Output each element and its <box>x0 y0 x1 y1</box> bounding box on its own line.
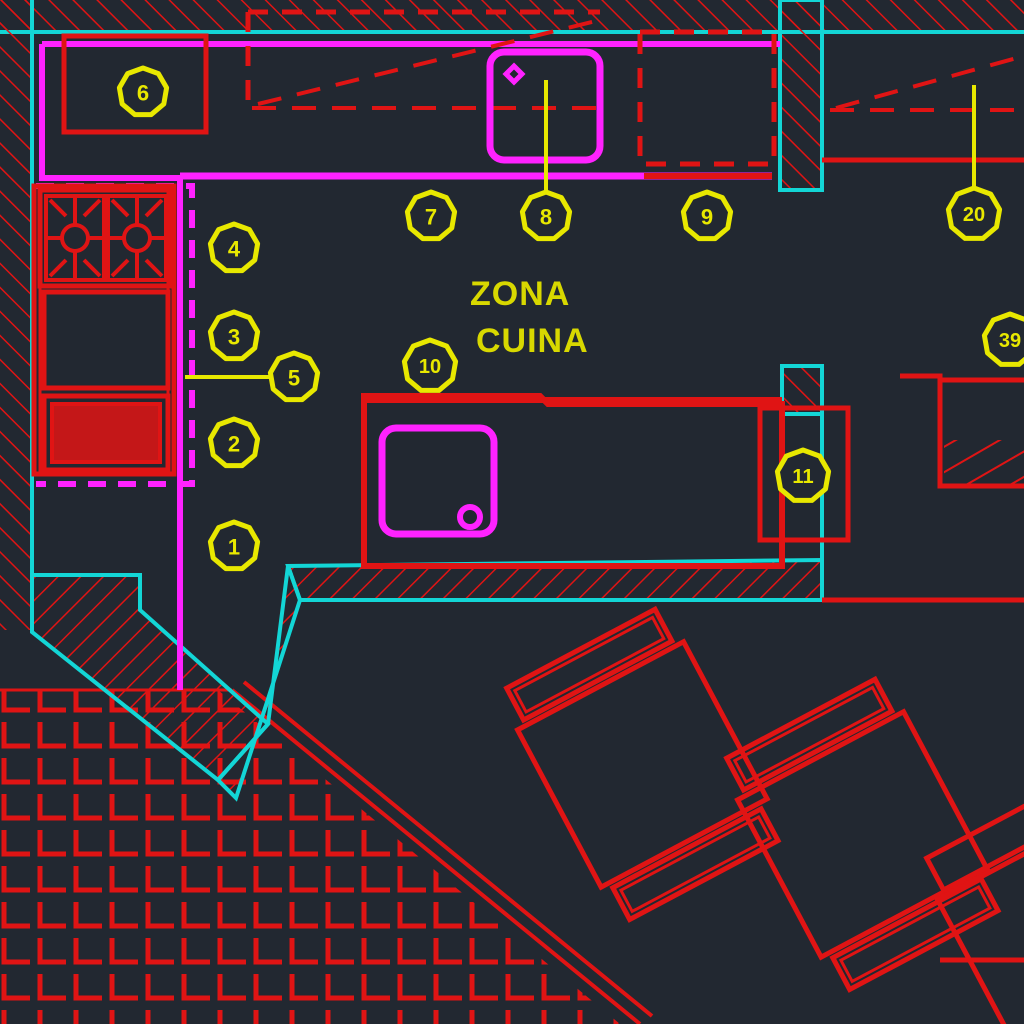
bubble-4-outline[interactable] <box>207 221 261 274</box>
bubble-5-label: 5 <box>288 366 300 391</box>
bubble-8[interactable]: 8 <box>519 80 573 242</box>
bubble-11-label: 11 <box>792 466 813 488</box>
bubble-3[interactable]: 3 <box>207 309 261 362</box>
bubble-1-outline[interactable] <box>207 519 261 572</box>
diagonal-wall-right-leg <box>215 565 303 802</box>
bubble-11[interactable]: 11 <box>774 447 832 503</box>
zone-label-line-1: ZONA <box>470 275 570 313</box>
cooktop-range <box>31 183 177 477</box>
zone-label: ZONA CUINA <box>470 275 589 360</box>
top-right-room-lines <box>644 30 1024 179</box>
bubble-9-outline[interactable] <box>680 189 734 242</box>
bubble-4-label: 4 <box>228 237 241 262</box>
bubble-9[interactable]: 9 <box>680 189 734 242</box>
bubble-5-outline[interactable] <box>267 350 321 403</box>
bubble-6-outline[interactable] <box>116 65 170 118</box>
bubble-4[interactable]: 4 <box>207 221 261 274</box>
bubble-11-outline[interactable] <box>774 447 832 503</box>
bubble-1[interactable]: 1 <box>207 519 261 572</box>
kitchen-island-counter <box>361 393 851 569</box>
bubble-7[interactable]: 7 <box>404 189 458 242</box>
bubble-8-label: 8 <box>540 205 552 230</box>
callout-bubble-layer[interactable]: 1 2 3 4 5 6 7 8 9 10 11 20 39 <box>116 65 1024 572</box>
bubble-6-label: 6 <box>137 81 149 106</box>
bubble-6[interactable]: 6 <box>116 65 170 118</box>
bubble-39-outline[interactable] <box>981 311 1024 367</box>
bubble-39-label: 39 <box>999 330 1021 352</box>
bubble-8-outline[interactable] <box>519 189 573 242</box>
bubble-10-label: 10 <box>419 356 441 378</box>
bubble-20[interactable]: 20 <box>945 85 1003 241</box>
dining-table-left <box>503 605 782 923</box>
dining-table-far-right <box>923 775 1024 1024</box>
bubble-10[interactable]: 10 <box>401 337 459 393</box>
dining-table-right <box>723 675 1002 993</box>
bubble-9-label: 9 <box>701 205 713 230</box>
bubble-7-outline[interactable] <box>404 189 458 242</box>
upper-cabinets-dashed <box>245 9 777 167</box>
bubble-2[interactable]: 2 <box>207 416 261 469</box>
bubble-39[interactable]: 39 <box>981 311 1024 367</box>
bubble-20-label: 20 <box>963 204 985 226</box>
bubble-1-label: 1 <box>228 535 240 560</box>
bubble-5[interactable]: 5 <box>185 350 321 403</box>
bubble-3-outline[interactable] <box>207 309 261 362</box>
bubble-20-outline[interactable] <box>945 185 1003 241</box>
right-hatched-fixture <box>900 373 1024 489</box>
wall-cabinet-upper-left <box>61 33 209 135</box>
bubble-2-outline[interactable] <box>207 416 261 469</box>
bubble-2-label: 2 <box>228 432 240 457</box>
bubble-3-label: 3 <box>228 325 240 350</box>
right-side-wall-lines <box>822 597 1024 963</box>
zone-label-line-2: CUINA <box>476 322 589 360</box>
bubble-7-label: 7 <box>425 205 437 230</box>
bubble-10-outline[interactable] <box>401 337 459 393</box>
